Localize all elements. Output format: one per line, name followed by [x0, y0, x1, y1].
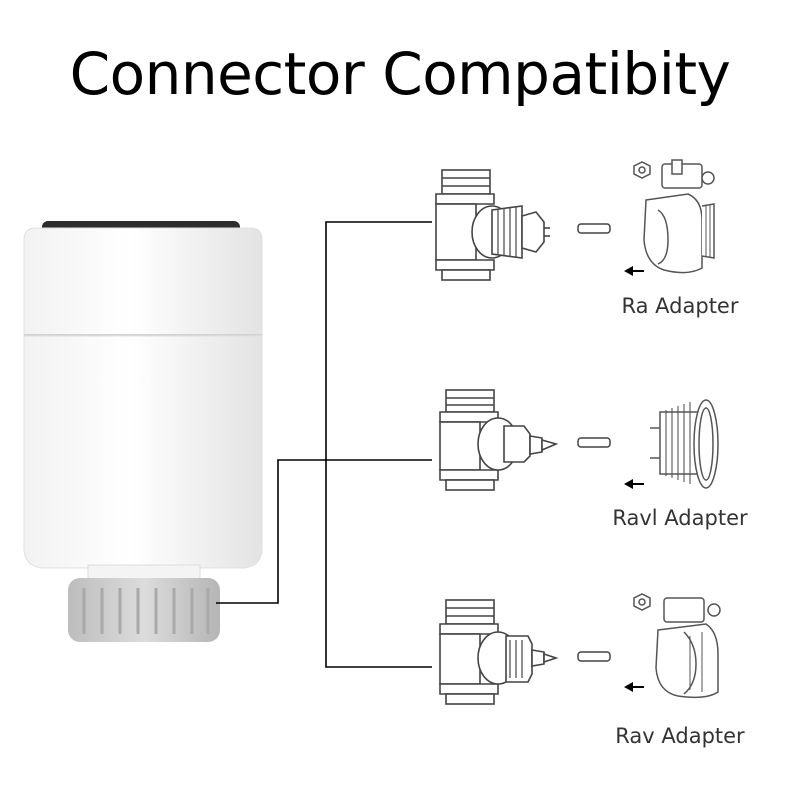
valve-ra: [435, 169, 550, 281]
connector-lines: [216, 221, 432, 668]
adapter-sketch-ravl: [650, 399, 719, 489]
page-title: Connector Compatibity: [69, 40, 731, 108]
device-upper-body: [23, 227, 263, 336]
pin-rav: [577, 651, 611, 662]
thermostat-device: [23, 221, 263, 642]
arrow-left-icon: [624, 479, 644, 489]
arrow-left-icon: [624, 266, 644, 276]
knurled-nut: [68, 578, 220, 642]
connector-line-top-bottom: [325, 221, 432, 668]
direction-arrows: [624, 266, 644, 692]
valve-rav: [439, 599, 559, 705]
valve-ravl: [439, 389, 559, 491]
adapter-label-ra: Ra Adapter: [622, 294, 739, 318]
pin-ra: [577, 223, 611, 234]
nut-ridges: [82, 588, 210, 634]
adapter-label-ravl: Ravl Adapter: [612, 506, 748, 530]
pins: [577, 223, 611, 662]
connector-line-middle: [216, 459, 432, 604]
device-lower-body: [23, 335, 263, 569]
adapter-label-rav: Rav Adapter: [615, 724, 745, 748]
adapter-sketch-rav: [633, 593, 721, 699]
pin-ravl: [577, 437, 611, 448]
arrow-left-icon: [624, 682, 644, 692]
adapter-sketch-ra: [633, 159, 715, 274]
